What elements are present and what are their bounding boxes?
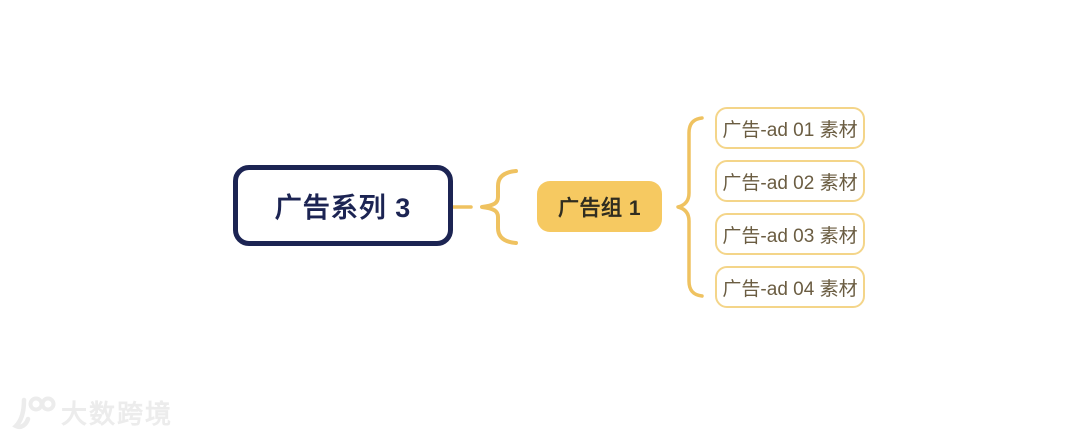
node-campaign-label: 广告系列 3 <box>274 193 412 223</box>
watermark: 大数跨境 <box>12 393 173 431</box>
node-ad-01[interactable]: 广告-ad 01 素材 <box>715 107 865 149</box>
dashu-100-swoosh-logo-icon <box>12 396 56 430</box>
brace-group-to-leaves <box>676 116 704 298</box>
watermark-text: 大数跨境 <box>61 398 174 429</box>
node-ad-02-label: 广告-ad 02 素材 <box>722 172 858 194</box>
brace-root-to-group <box>480 169 518 245</box>
node-ad-01-label: 广告-ad 01 素材 <box>722 119 858 141</box>
node-ad-04-label: 广告-ad 04 素材 <box>722 278 858 300</box>
node-ad-03-label: 广告-ad 03 素材 <box>722 225 858 247</box>
node-ad-group[interactable]: 广告组 1 <box>537 181 662 232</box>
node-ad-group-label: 广告组 1 <box>557 196 641 220</box>
node-ad-03[interactable]: 广告-ad 03 素材 <box>715 213 865 255</box>
node-campaign[interactable]: 广告系列 3 <box>233 165 453 246</box>
node-ad-04[interactable]: 广告-ad 04 素材 <box>715 266 865 308</box>
node-ad-02[interactable]: 广告-ad 02 素材 <box>715 160 865 202</box>
